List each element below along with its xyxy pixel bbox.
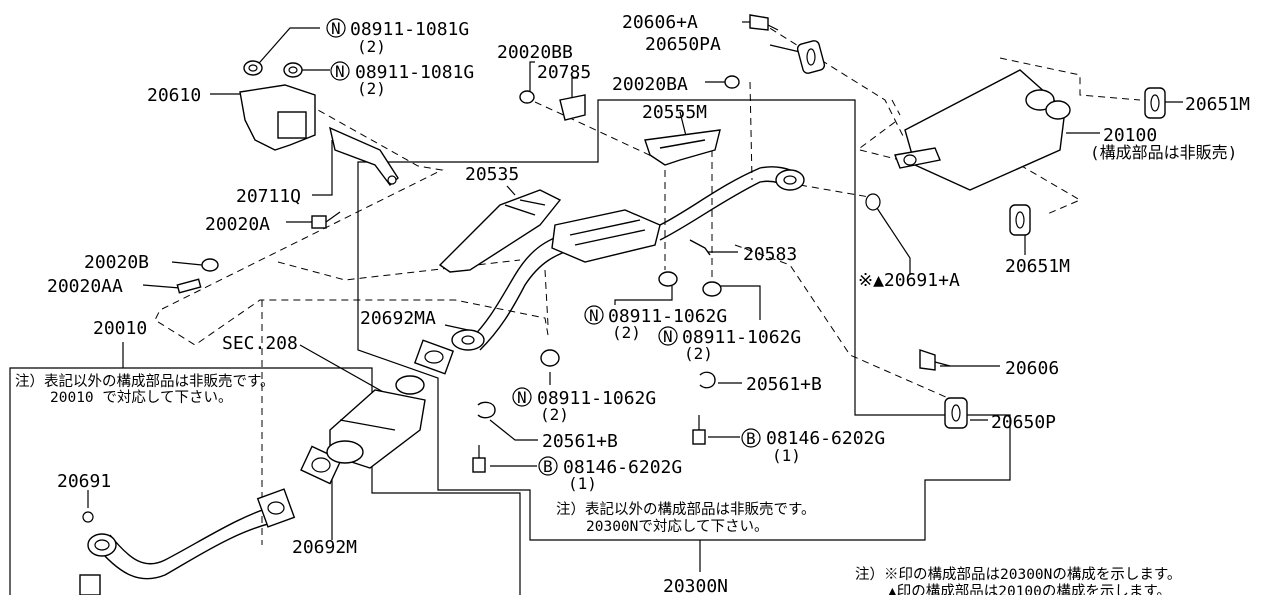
label-08146-6202G-left: 08146-6202G xyxy=(563,457,682,478)
note-20010-line2: 20010 で対応して下さい。 xyxy=(50,389,232,406)
note-legend-line1: 注）※印の構成部品は20300Nの構成を示します。 xyxy=(855,566,1181,583)
circled-n-4: N xyxy=(663,327,673,346)
label-20650P: 20650P xyxy=(991,412,1056,433)
circled-n-5: N xyxy=(517,388,527,407)
circled-symbols: N N N N N B B xyxy=(326,18,761,476)
label-20300N: 20300N xyxy=(663,576,728,595)
label-20561B-right: 20561+B xyxy=(746,374,822,395)
heat-shield-20555M xyxy=(644,129,721,166)
parts xyxy=(79,14,1166,595)
label-20711Q: 20711Q xyxy=(236,186,301,207)
label-20610: 20610 xyxy=(147,85,201,106)
center-pipe-catalyst xyxy=(451,166,805,351)
label-20010: 20010 xyxy=(93,318,147,339)
label-sec208: SEC.208 xyxy=(222,333,298,354)
circled-n-1: N xyxy=(331,19,341,38)
circled-n-3: N xyxy=(589,306,599,325)
bracket-20610 xyxy=(239,84,316,151)
label-20692MA: 20692MA xyxy=(360,308,436,329)
label-20691A: ※▲20691+A xyxy=(858,270,960,291)
sec208-catalyst xyxy=(326,375,426,469)
label-08911-1081G-a: 08911-1081G xyxy=(350,19,469,40)
label-20692M: 20692M xyxy=(292,537,357,558)
note-20300N-line2: 20300Nで対応して下さい。 xyxy=(586,518,768,535)
notes: 注）表記以外の構成部品は非販売です。 20010 で対応して下さい。 注）表記以… xyxy=(15,373,1181,595)
label-20020AA: 20020AA xyxy=(47,276,123,297)
label-20561B-left: 20561+B xyxy=(542,431,618,452)
label-20583: 20583 xyxy=(743,244,797,265)
label-08146-6202G-right: 08146-6202G xyxy=(766,428,885,449)
label-20020BB: 20020BB xyxy=(497,42,573,63)
label-08911-1062G-b: 08911-1062G xyxy=(682,327,801,348)
label-08146-6202G-left-qty: (1) xyxy=(568,474,597,493)
gasket-20692MA xyxy=(413,339,455,375)
label-08911-1081G-a-qty: (2) xyxy=(357,37,386,56)
label-20555M: 20555M xyxy=(642,102,707,123)
fasteners xyxy=(176,14,951,473)
label-08911-1081G-b-qty: (2) xyxy=(357,79,386,98)
label-20020B: 20020B xyxy=(84,252,149,273)
front-pipe-20010 xyxy=(79,488,296,595)
label-08911-1062G-c: 08911-1062G xyxy=(537,388,656,409)
label-20650PA: 20650PA xyxy=(645,34,721,55)
rubber-hangers xyxy=(796,40,1166,429)
circled-n-2: N xyxy=(335,62,345,81)
label-08911-1062G-a-qty: (2) xyxy=(612,323,641,342)
label-20691: 20691 xyxy=(57,471,111,492)
label-08911-1081G-b: 08911-1081G xyxy=(355,62,474,83)
label-08911-1062G-c-qty: (2) xyxy=(540,405,569,424)
heat-shield-20535 xyxy=(438,189,562,273)
part-labels: 20606+A 20650PA 08911-1081G (2) 08911-10… xyxy=(47,12,1250,595)
note-20010-line1: 注）表記以外の構成部品は非販売です。 xyxy=(15,373,275,390)
label-08146-6202G-right-qty: (1) xyxy=(772,446,801,465)
muffler-20100 xyxy=(894,69,1071,191)
note-legend-line2: ▲印の構成部品は20100の構成を示します。 xyxy=(888,583,1171,595)
leader-lines xyxy=(87,21,1183,572)
circled-b-1: B xyxy=(746,429,756,448)
label-20606A: 20606+A xyxy=(622,12,698,33)
bracket-20711Q xyxy=(329,126,399,187)
label-08911-1062G-a: 08911-1062G xyxy=(608,306,727,327)
label-08911-1062G-b-qty: (2) xyxy=(684,344,713,363)
label-20785: 20785 xyxy=(537,62,591,83)
label-20100: 20100 xyxy=(1103,125,1157,146)
label-20651M-top: 20651M xyxy=(1185,94,1250,115)
label-20651M-bot: 20651M xyxy=(1005,256,1070,277)
label-20020BA: 20020BA xyxy=(612,74,688,95)
circled-b-2: B xyxy=(543,457,553,476)
label-20020A: 20020A xyxy=(205,214,270,235)
label-20606: 20606 xyxy=(1005,358,1059,379)
label-20100-note: (構成部品は非販売) xyxy=(1090,143,1237,162)
label-20535: 20535 xyxy=(465,164,519,185)
note-20300N-line1: 注）表記以外の構成部品は非販売です。 xyxy=(556,501,816,518)
